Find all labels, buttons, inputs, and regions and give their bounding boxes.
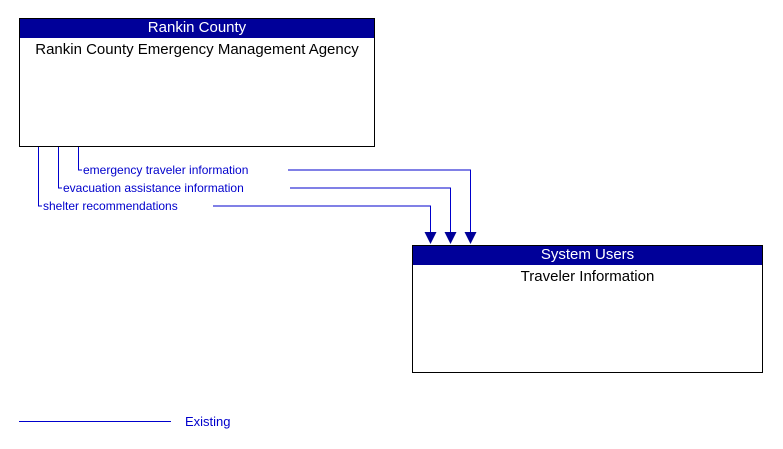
arrowhead-emergency-traveler-information (464, 232, 477, 244)
flow-path-emergency-traveler-information-right (288, 169, 472, 236)
entity-body-traveler-information: Traveler Information (520, 268, 655, 285)
flow-path-evacuation-assistance-information-right (290, 187, 452, 236)
entity-header-rankin-county: Rankin County (20, 19, 374, 38)
entity-body-rankin-county-emergency-management-agency: Rankin County Emergency Management Agenc… (35, 41, 359, 58)
entity-box-system-users[interactable]: System Users Traveler Information (412, 245, 763, 373)
flow-label-emergency-traveler-information[interactable]: emergency traveler information (82, 163, 250, 177)
entity-header-system-users: System Users (413, 246, 762, 265)
flow-label-shelter-recommendations[interactable]: shelter recommendations (42, 199, 179, 213)
entity-box-rankin-county[interactable]: Rankin County Rankin County Emergency Ma… (19, 18, 375, 147)
legend: Existing (19, 412, 279, 434)
arrowhead-shelter-recommendations (424, 232, 437, 244)
arrowhead-evacuation-assistance-information (444, 232, 457, 244)
flow-label-evacuation-assistance-information[interactable]: evacuation assistance information (62, 181, 245, 195)
legend-label-existing: Existing (185, 414, 231, 429)
flow-path-shelter-recommendations-right (213, 205, 432, 236)
legend-line-existing (19, 421, 171, 422)
flow-path-shelter-recommendations (37, 147, 44, 207)
